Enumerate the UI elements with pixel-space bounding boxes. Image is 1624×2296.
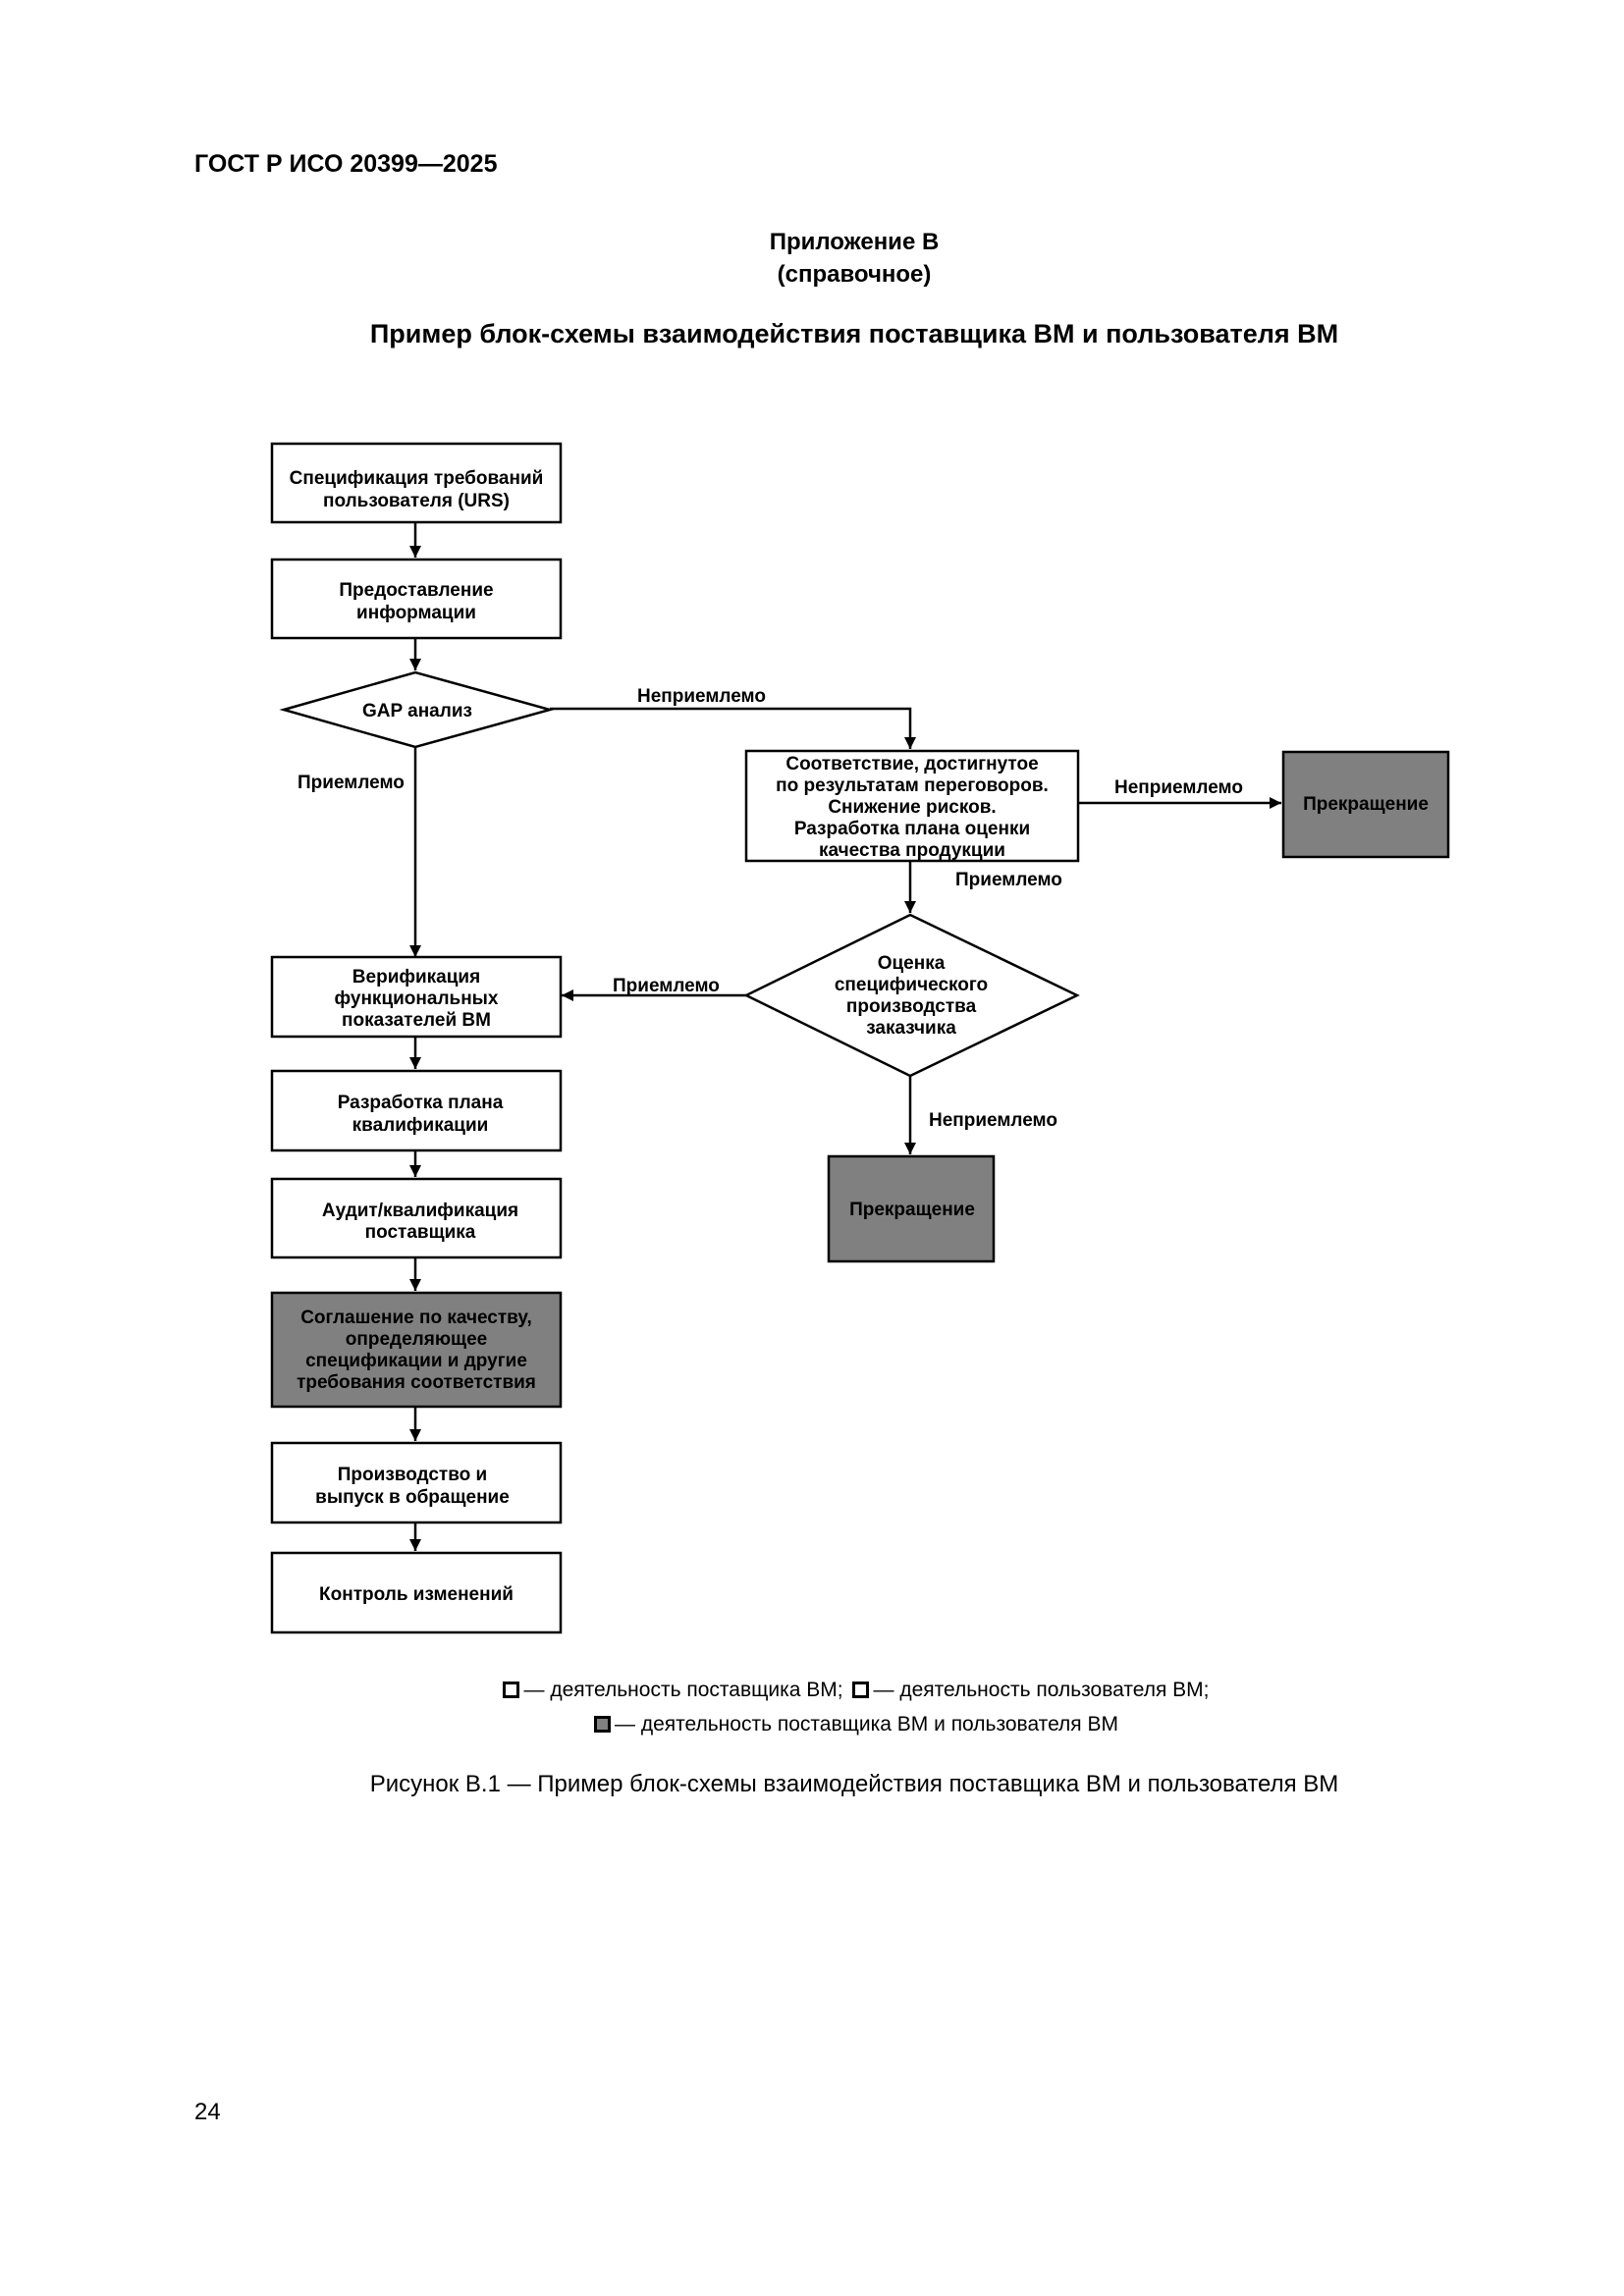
node-urs-line-1: Спецификация требований	[290, 468, 544, 489]
label-negotiation-acceptable: Приемлемо	[955, 870, 1062, 890]
node-assess-line-2: специфического	[835, 975, 988, 995]
label-assess-unacceptable: Неприемлемо	[929, 1110, 1057, 1131]
node-negotiation-line-1: Соответствие, достигнутое	[785, 754, 1038, 774]
legend-line-2: — деятельность поставщика ВМ и пользоват…	[0, 1713, 1624, 1736]
legend-both-swatch	[593, 1716, 611, 1733]
legend-supplier-swatch	[503, 1682, 520, 1698]
node-audit-line-2: поставщика	[365, 1222, 476, 1243]
node-agreement-line-1: Соглашение по качеству,	[300, 1308, 532, 1328]
node-negotiation-line-4: Разработка плана оценки	[794, 819, 1030, 839]
node-agreement-line-3: спецификации и другие	[305, 1351, 527, 1371]
appendix-status: (справочное)	[777, 261, 932, 288]
node-info: Предоставление информации	[270, 558, 563, 640]
node-info-line-1: Предоставление	[339, 580, 493, 601]
node-gap-line-1: GAP анализ	[362, 701, 472, 721]
node-info-line-2: информации	[356, 603, 476, 623]
node-changecontrol-line-1: Контроль изменений	[319, 1584, 514, 1605]
document-header: ГОСТ Р ИСО 20399—2025	[194, 150, 498, 178]
node-verify-line-2: функциональных	[335, 988, 499, 1009]
legend-both-text: — деятельность поставщика ВМ и пользоват…	[614, 1713, 1119, 1735]
node-urs-line-2: пользователя (URS)	[323, 491, 510, 511]
label-assess-acceptable: Приемлемо	[613, 976, 720, 996]
node-gap-analysis: GAP анализ	[279, 670, 555, 749]
legend-user-text: — деятельность пользователя ВМ;	[873, 1679, 1210, 1701]
node-audit: Аудит/квалификация поставщика	[270, 1177, 563, 1259]
node-assess-line-3: производства	[846, 996, 977, 1017]
legend-supplier-text: — деятельность поставщика ВМ;	[523, 1679, 843, 1701]
node-quality-agreement: Соглашение по качеству, определяющее спе…	[270, 1291, 563, 1409]
node-stop-2-label: Прекращение	[849, 1200, 975, 1220]
node-negotiation-line-3: Снижение рисков.	[828, 797, 996, 818]
label-gap-acceptable: Приемлемо	[298, 773, 405, 793]
node-audit-line-1: Аудит/квалификация	[322, 1201, 518, 1221]
legend-line-1: — деятельность поставщика ВМ; — деятельн…	[0, 1679, 1624, 1702]
appendix-title: Приложение В	[769, 229, 940, 255]
arrow-gap-to-negotiation	[550, 707, 916, 749]
appendix-heading: Приложение В (справочное)	[0, 226, 1624, 291]
node-verify-line-3: показателей ВМ	[342, 1010, 491, 1031]
node-production-line-1: Производство и	[338, 1465, 487, 1485]
node-agreement-line-4: требования соответствия	[297, 1372, 536, 1393]
node-assess: Оценка специфического производства заказ…	[743, 913, 1080, 1078]
node-change-control: Контроль изменений	[270, 1551, 563, 1634]
node-assess-line-4: заказчика	[866, 1018, 956, 1039]
node-stop-1: Прекращение	[1281, 750, 1450, 859]
node-stop-2: Прекращение	[827, 1154, 996, 1263]
node-production-line-2: выпуск в обращение	[315, 1487, 510, 1508]
page-number: 24	[194, 2099, 221, 2125]
node-assess-line-1: Оценка	[878, 953, 946, 974]
node-qualplan-line-2: квалификации	[352, 1115, 489, 1136]
page-title: Пример блок-схемы взаимодействия поставщ…	[369, 319, 1339, 348]
node-verify-line-1: Верификация	[352, 967, 480, 988]
node-qualplan-line-1: Разработка плана	[338, 1093, 504, 1113]
node-verify: Верификация функциональных показателей В…	[270, 955, 563, 1039]
node-negotiation: Соответствие, достигнутое по результатам…	[744, 749, 1080, 863]
node-negotiation-line-5: качества продукции	[819, 840, 1005, 861]
node-urs: Спецификация требований пользователя (UR…	[270, 442, 563, 524]
node-qualification-plan: Разработка плана квалификации	[270, 1069, 563, 1152]
node-negotiation-line-2: по результатам переговоров.	[776, 775, 1049, 796]
label-gap-unacceptable: Неприемлемо	[637, 686, 766, 707]
node-agreement-line-2: определяющее	[346, 1329, 487, 1350]
figure-caption: Рисунок В.1 — Пример блок-схемы взаимоде…	[369, 1771, 1339, 1797]
legend-user-swatch	[852, 1682, 870, 1698]
label-negotiation-unacceptable: Неприемлемо	[1114, 777, 1243, 798]
node-production: Производство и выпуск в обращение	[270, 1441, 563, 1524]
node-stop-1-label: Прекращение	[1303, 794, 1429, 815]
